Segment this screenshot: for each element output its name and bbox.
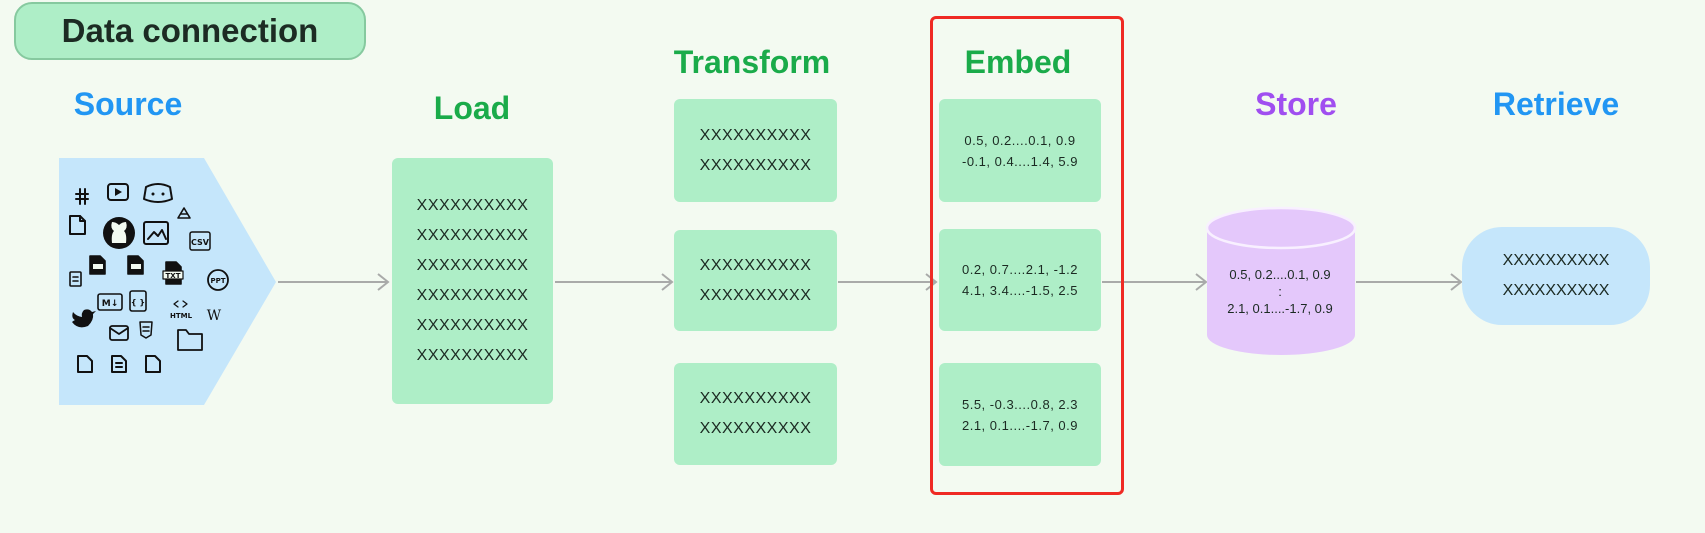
diagram-title: Data connection (14, 2, 366, 60)
youtube-icon (107, 183, 129, 201)
twitter-icon (72, 309, 96, 328)
transform-box-line: XXXXXXXXXX (699, 156, 812, 174)
spreadsheet-icon (127, 255, 144, 275)
store-db-line: 0.5, 0.2....0.1, 0.9 (1229, 267, 1331, 282)
stage-label-source: Source (73, 86, 183, 122)
embed-box-line: 5.5, -0.3....0.8, 2.3 (961, 396, 1078, 412)
embed-box-line: 0.5, 0.2....0.1, 0.9 (964, 132, 1076, 148)
json-icon-label: { } (131, 298, 145, 307)
source-icons: CSV TXT PPT M↓ (69, 183, 229, 373)
transform-box-3: XXXXXXXXXX XXXXXXXXXX (674, 363, 837, 465)
arrow-embed-to-store (1102, 273, 1208, 291)
stage-label-load: Load (433, 90, 511, 126)
transform-box-line: XXXXXXXXXX (699, 256, 812, 274)
markdown-icon-label: M↓ (102, 299, 119, 309)
load-box-line: XXXXXXXXXX (416, 347, 529, 364)
css-icon (139, 321, 153, 339)
embed-box-3: 5.5, -0.3....0.8, 2.3 2.1, 0.1....-1.7, … (939, 363, 1101, 466)
txt-icon: TXT (162, 261, 184, 285)
csv-icon-label: CSV (191, 238, 210, 247)
store-database-icon (1205, 206, 1357, 355)
github-icon (103, 217, 135, 249)
embed-box-line: 0.2, 0.7....2.1, -1.2 (961, 262, 1078, 277)
json-icon: { } (129, 290, 147, 312)
flow-arrows (278, 273, 1463, 291)
txt-icon-label: TXT (166, 272, 181, 280)
slack-icon (75, 188, 89, 205)
load-box-line: XXXXXXXXXX (416, 317, 529, 334)
file-icon-2 (77, 355, 93, 373)
stage-label-store: Store (1255, 86, 1337, 122)
pdf-icon (89, 255, 106, 275)
mail-icon (109, 325, 129, 341)
embed-box-1: 0.5, 0.2....0.1, 0.9 -0.1, 0.4....1.4, 5… (939, 99, 1101, 202)
retrieve-box: XXXXXXXXXX XXXXXXXXXX (1462, 227, 1650, 325)
file-icon (69, 215, 86, 235)
embed-highlight-frame (930, 16, 1124, 495)
html-icon-label: HTML (170, 312, 193, 320)
transform-box-line: XXXXXXXXXX (699, 286, 812, 304)
discord-icon (143, 183, 173, 203)
image-icon (143, 221, 169, 245)
folder-icon (177, 329, 203, 351)
store-db-line: : (1278, 284, 1282, 299)
arrow-load-to-transform (555, 273, 674, 291)
retrieve-box-line: XXXXXXXXXX (1502, 282, 1610, 299)
ppt-icon-label: PPT (210, 277, 225, 285)
transform-box-line: XXXXXXXXXX (699, 390, 812, 407)
embed-box-line: -0.1, 0.4....1.4, 5.9 (961, 153, 1078, 169)
embed-box-2: 0.2, 0.7....2.1, -1.2 4.1, 3.4....-1.5, … (939, 229, 1101, 331)
drive-icon (177, 207, 191, 219)
arrow-store-to-retrieve (1356, 273, 1463, 291)
embed-box-line: 2.1, 0.1....-1.7, 0.9 (961, 417, 1078, 433)
stage-label-transform: Transform (673, 44, 831, 80)
stage-label-embed: Embed (964, 44, 1072, 80)
arrow-transform-to-embed (838, 273, 938, 291)
stage-label-retrieve: Retrieve (1492, 86, 1620, 122)
store-db-line: 2.1, 0.1....-1.7, 0.9 (1227, 301, 1333, 316)
retrieve-box-line: XXXXXXXXXX (1502, 252, 1610, 269)
file-lines-icon (111, 355, 127, 373)
transform-box-line: XXXXXXXXXX (699, 420, 812, 437)
html-icon: HTML (170, 300, 193, 320)
load-box-line: XXXXXXXXXX (416, 257, 529, 274)
ppt-icon: PPT (207, 269, 229, 291)
document-icon (69, 271, 82, 287)
transform-box-line: XXXXXXXXXX (699, 126, 812, 144)
load-box-line: XXXXXXXXXX (416, 227, 529, 244)
load-box: XXXXXXXXXX XXXXXXXXXX XXXXXXXXXX XXXXXXX… (392, 158, 553, 404)
transform-box-1: XXXXXXXXXX XXXXXXXXXX (674, 99, 837, 202)
file-icon-3 (145, 355, 161, 373)
load-box-line: XXXXXXXXXX (416, 197, 529, 214)
arrow-source-to-load (278, 273, 390, 291)
csv-icon: CSV (189, 231, 211, 251)
markdown-icon: M↓ (97, 293, 123, 311)
transform-box-2: XXXXXXXXXX XXXXXXXXXX (674, 230, 837, 331)
store-db-text: 0.5, 0.2....0.1, 0.9 : 2.1, 0.1....-1.7,… (1206, 265, 1354, 319)
wikipedia-icon: W (207, 308, 222, 324)
embed-box-line: 4.1, 3.4....-1.5, 2.5 (961, 283, 1078, 298)
load-box-line: XXXXXXXXXX (416, 287, 529, 304)
